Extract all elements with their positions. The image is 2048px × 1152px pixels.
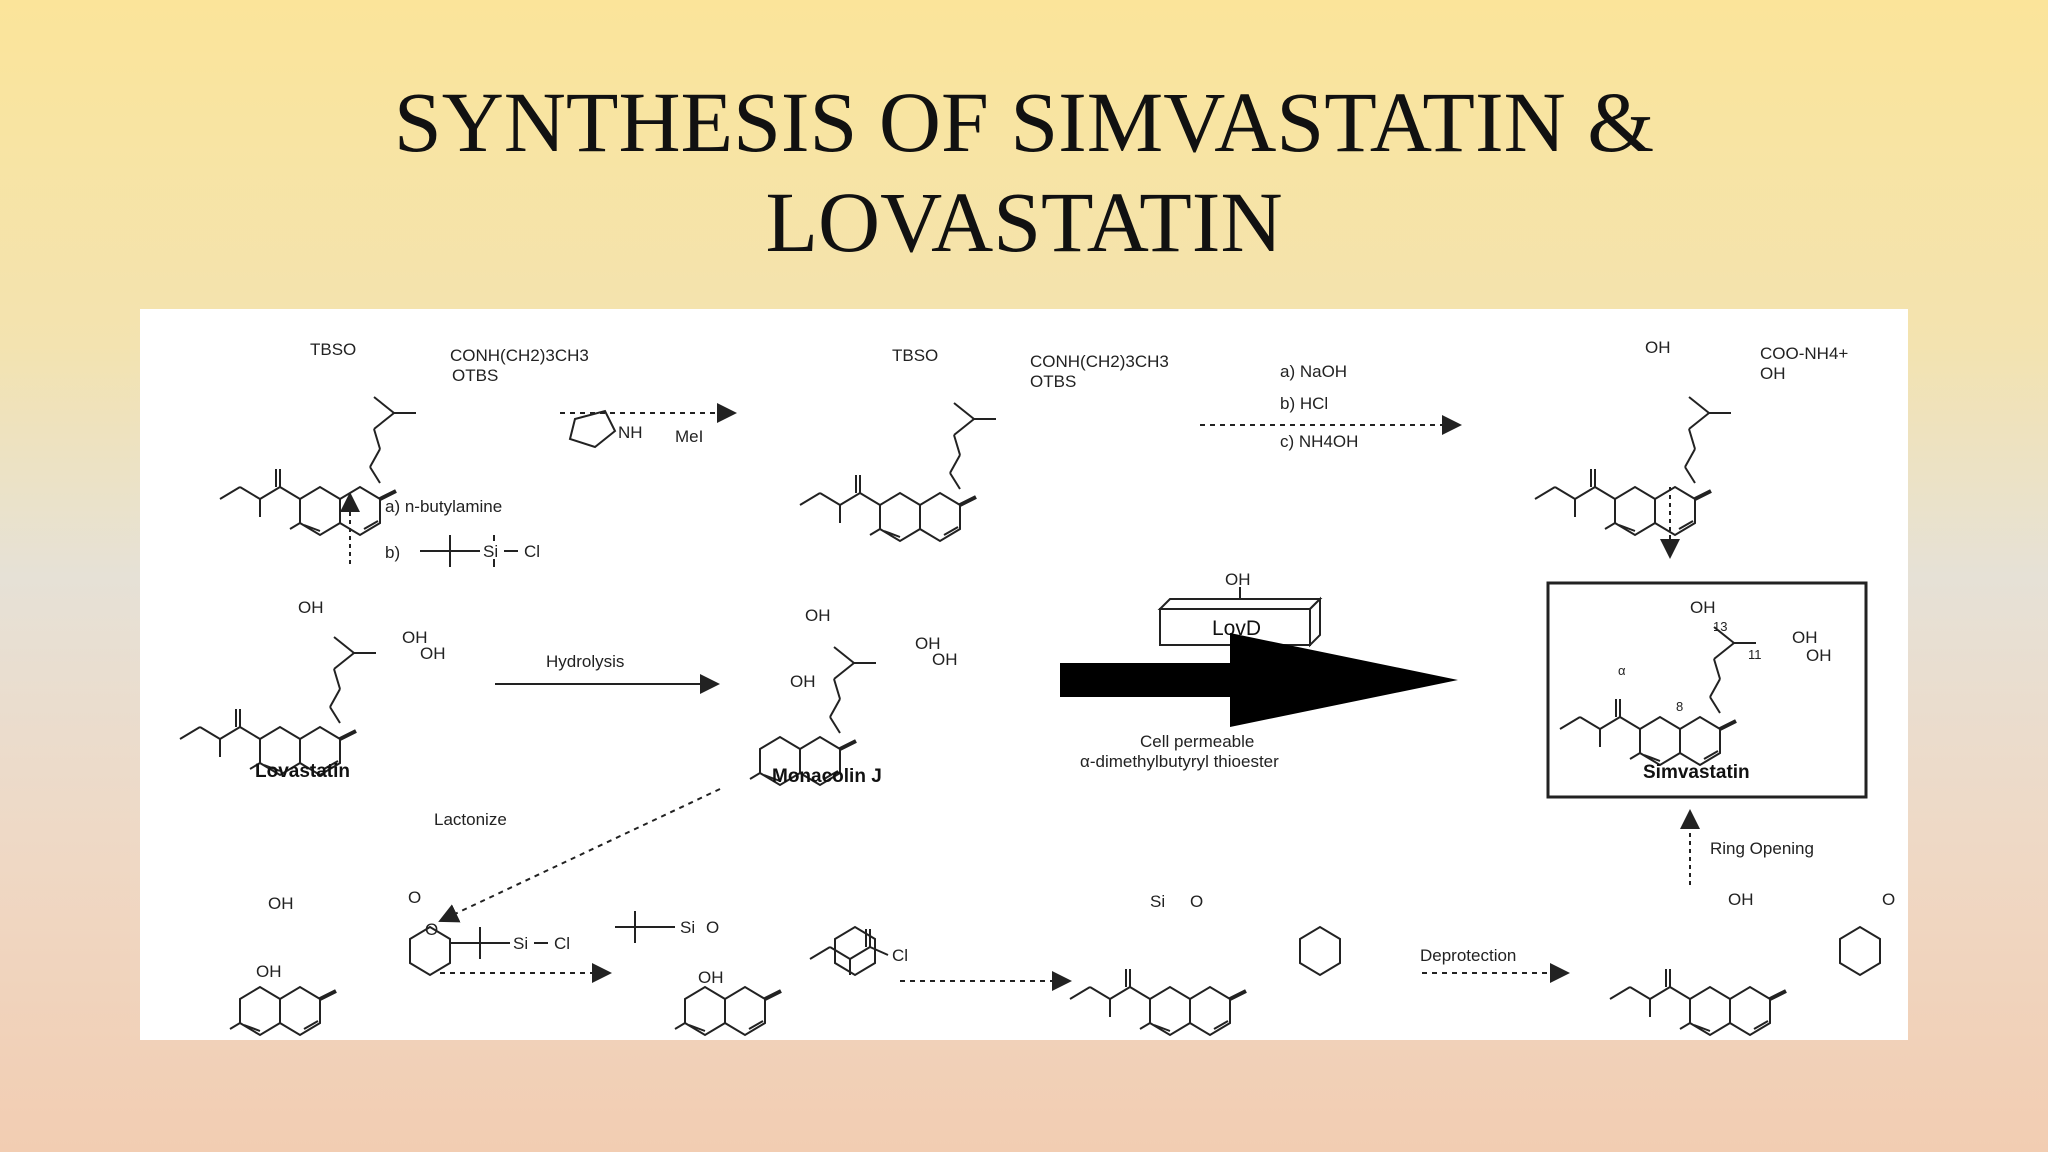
pyrrolidine-reagent: NH MeI: [568, 409, 703, 449]
lactone-o-2: O: [425, 920, 438, 939]
slide-title-line-1: SYNTHESIS OF SIMVASTATIN &: [393, 74, 1655, 170]
locant-8: 8: [1676, 699, 1683, 714]
silyl-lactone-structure: [615, 911, 876, 1037]
intermediate-ammonium-salt: [1534, 396, 1732, 537]
monacolin-oh-1: OH: [805, 606, 831, 625]
lovastatin-caption: Lovastatin: [255, 761, 350, 782]
simv-lactone-oh: OH: [1728, 890, 1754, 909]
slide-title: SYNTHESIS OF SIMVASTATIN & LOVASTATIN: [0, 72, 2048, 272]
synthesis-scheme: TBSO CONH(CH2)3CH3 OTBS NH MeI TBSO CONH…: [140, 309, 1908, 1040]
monacolin-oh-2: OH: [915, 634, 941, 653]
si-label-2: Si: [513, 934, 528, 953]
lovd-label: LovD: [1212, 617, 1261, 640]
acyl-si-label: Si: [1150, 892, 1165, 911]
simvastatin-structure: [1559, 626, 1757, 767]
monacolin-j-caption: Monacolin J: [772, 766, 882, 787]
acid-chloride-reagent: [809, 929, 889, 975]
acyl-o-label: O: [1190, 892, 1203, 911]
arrow-lactonize: [438, 788, 721, 923]
reagent-hcl: b) HCl: [1280, 394, 1328, 413]
slide-title-line-2: LOVASTATIN: [765, 174, 1283, 270]
simvastatin-oh-3: OH: [1806, 646, 1832, 665]
lactone-diol-structure: [228, 925, 451, 1037]
cell-permeable-line2: α-dimethylbutyryl thioester: [1080, 752, 1279, 771]
tbscl-reagent: [420, 535, 518, 567]
lovd-enzyme-box: OH LovD: [1157, 570, 1323, 648]
acid-chloride-cl: Cl: [892, 946, 908, 965]
monacolin-oh-3: OH: [932, 650, 958, 669]
simvastatin-oh-2: OH: [1792, 628, 1818, 647]
si-label: Si: [483, 542, 498, 561]
amide-label: CONH(CH2)3CH3: [450, 346, 589, 365]
hydrolysis-label: Hydrolysis: [546, 652, 624, 671]
simv-lactone-o: O: [1882, 890, 1895, 909]
oh-label-salt-2: OH: [1760, 364, 1786, 383]
reagent-naoh: a) NaOH: [1280, 362, 1347, 381]
tbscl-reagent-2: [450, 927, 548, 959]
cl-label-2: Cl: [554, 934, 570, 953]
locant-11: 11: [1748, 647, 1762, 662]
lovd-oh-label: OH: [1225, 570, 1251, 589]
acylated-silyl-lactone-structure: [1069, 925, 1341, 1037]
otbs-label: OTBS: [452, 366, 498, 385]
lovastatin-oh-1: OH: [298, 598, 324, 617]
amide-label-2: CONH(CH2)3CH3: [1030, 352, 1169, 371]
oh-label-salt: OH: [1645, 338, 1671, 357]
scheme-diagram: TBSO CONH(CH2)3CH3 OTBS NH MeI TBSO CONH…: [179, 338, 1895, 1037]
lactonize-label: Lactonize: [434, 810, 507, 829]
lovastatin-structure: [179, 636, 377, 777]
intermediate-amide-2: [799, 402, 997, 543]
lovastatin-oh-2: OH: [402, 628, 428, 647]
otbs-label-2: OTBS: [1030, 372, 1076, 391]
simvastatin-box: [1546, 581, 1868, 799]
cell-permeable-line1: Cell permeable: [1140, 732, 1254, 751]
reagent-step-b: b): [385, 543, 400, 562]
big-arrow-lovd-acylation: [1060, 633, 1458, 727]
simvastatin-oh-1: OH: [1690, 598, 1716, 617]
silyl-oh-label: OH: [698, 968, 724, 987]
pyrrolidine-nh-label: NH: [618, 423, 643, 442]
monacolin-j-structure: [748, 646, 877, 787]
locant-13: 13: [1713, 619, 1727, 634]
monacolin-oh-4: OH: [790, 672, 816, 691]
ring-opening-label: Ring Opening: [1710, 839, 1814, 858]
tbso-label-2: TBSO: [892, 346, 938, 365]
simvastatin-lactone-structure: [1609, 925, 1881, 1037]
deprotection-label: Deprotection: [1420, 946, 1516, 965]
mei-label: MeI: [675, 427, 703, 446]
silyl-o-label: O: [706, 918, 719, 937]
lactone-o-1: O: [408, 888, 421, 907]
lactone-oh-2: OH: [256, 962, 282, 981]
reagent-nh4oh: c) NH4OH: [1280, 432, 1358, 451]
cl-label: Cl: [524, 542, 540, 561]
simvastatin-caption: Simvastatin: [1643, 762, 1750, 783]
ammonium-carboxylate-label: COO-NH4+: [1760, 344, 1848, 363]
lovastatin-oh-3: OH: [420, 644, 446, 663]
silyl-si-label: Si: [680, 918, 695, 937]
reagent-butylamine: a) n-butylamine: [385, 497, 502, 516]
tbso-label: TBSO: [310, 340, 356, 359]
locant-alpha: α: [1618, 663, 1626, 678]
lactone-oh-1: OH: [268, 894, 294, 913]
